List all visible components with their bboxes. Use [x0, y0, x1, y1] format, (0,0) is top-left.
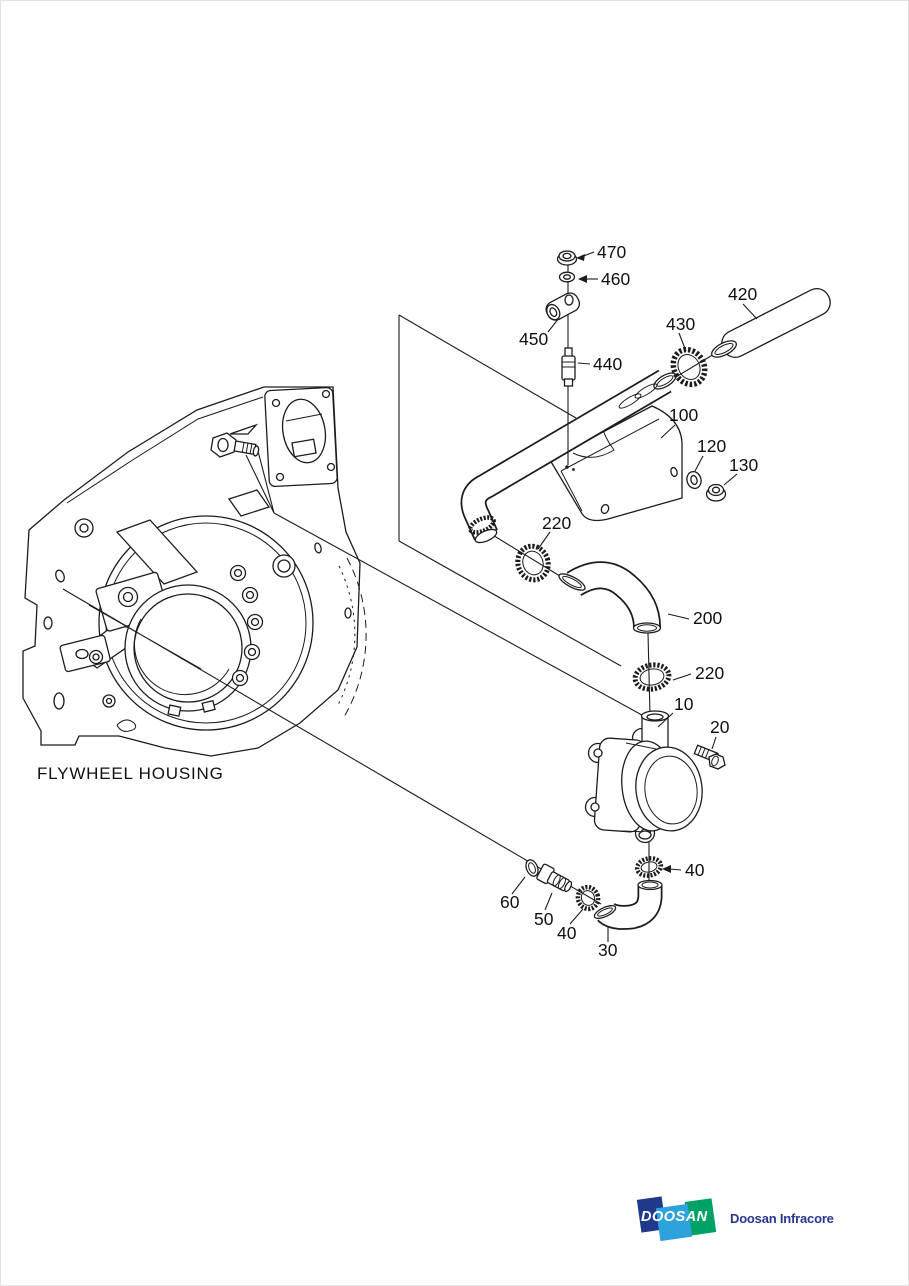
callout-440: 440	[577, 354, 622, 374]
part-200-hose	[558, 561, 662, 634]
arrowhead-icon	[578, 275, 587, 283]
pipe-barb-ring	[468, 515, 496, 535]
part-label: 430	[666, 314, 695, 334]
leader-to-hose	[62, 588, 602, 905]
part-label: 220	[542, 513, 571, 533]
part-label: 130	[729, 455, 758, 475]
callout-420: 420	[728, 284, 757, 320]
part-120-washer	[686, 470, 702, 490]
part-label: 460	[601, 269, 630, 289]
housing-bolt	[210, 423, 260, 458]
leader-to-pump	[245, 450, 652, 721]
callout-200: 200	[667, 608, 722, 628]
part-420-tube	[711, 288, 831, 358]
callout-50: 50	[534, 892, 554, 929]
bolt-bosses	[43, 518, 352, 710]
part-label: 40	[685, 860, 705, 880]
callout-120: 120	[694, 436, 726, 472]
housing-rib	[115, 519, 199, 585]
part-430-clamp	[670, 346, 708, 388]
part-50-fitting	[536, 863, 573, 893]
callout-100: 100	[660, 405, 698, 439]
part-40-clamp-left	[575, 884, 601, 912]
part-440-fitting	[561, 347, 576, 387]
part-460-washer	[558, 271, 576, 283]
part-40-clamp-right	[634, 856, 664, 878]
part-label: 120	[697, 436, 726, 456]
part-label: 50	[534, 909, 554, 929]
part-220-clamp-lower	[632, 662, 672, 692]
callouts: 470 460 450 440 420 430 100 120	[500, 242, 758, 960]
part-label: 420	[728, 284, 757, 304]
part-60-washer	[525, 859, 539, 877]
callout-220-upper: 220	[537, 513, 571, 550]
part-label: 440	[593, 354, 622, 374]
callout-40-right: 40	[662, 860, 705, 880]
part-label: 30	[598, 940, 618, 960]
callout-460: 460	[578, 269, 630, 289]
part-label: 60	[500, 892, 520, 912]
callout-60: 60	[500, 876, 526, 912]
doosan-logo: DOOSAN Doosan Infracore	[636, 1195, 867, 1247]
part-30-hose	[593, 879, 663, 930]
part-label: 10	[674, 694, 694, 714]
callout-430: 430	[666, 314, 695, 352]
part-label: 470	[597, 242, 626, 262]
callout-30: 30	[598, 926, 618, 960]
hose-to-pump-axis	[647, 632, 651, 716]
part-20-bolt	[693, 744, 726, 770]
part-label: 450	[519, 329, 548, 349]
part-label: 100	[669, 405, 698, 425]
section-plane	[398, 314, 622, 667]
part-220-clamp-upper	[515, 543, 551, 583]
caption-flywheel-housing: FLYWHEEL HOUSING	[37, 764, 224, 783]
part-label: 20	[710, 717, 730, 737]
part-100-bracket	[549, 405, 683, 522]
hard-pipe	[460, 369, 677, 544]
doosan-wordmark: DOOSAN	[641, 1209, 708, 1225]
callout-40-left: 40	[557, 908, 584, 943]
callout-450: 450	[519, 317, 560, 349]
pump-face	[635, 746, 703, 832]
callout-470: 470	[576, 242, 626, 262]
arrowhead-icon	[662, 865, 671, 873]
part-10-pump	[584, 710, 703, 844]
part-label: 40	[557, 923, 577, 943]
brand-name: Doosan Infracore	[730, 1211, 834, 1226]
part-470-nut	[556, 250, 578, 266]
part-label: 220	[695, 663, 724, 683]
callout-130: 130	[723, 455, 758, 486]
arrowhead-icon	[576, 254, 585, 261]
flywheel-housing	[22, 386, 367, 757]
callout-20: 20	[710, 717, 730, 750]
part-130-nut	[705, 483, 727, 502]
callout-220-lower: 220	[672, 663, 724, 683]
part-450-clamp	[545, 292, 581, 321]
part-label: 200	[693, 608, 722, 628]
bell-rim-outer	[98, 515, 314, 731]
callout-10: 10	[657, 694, 694, 728]
